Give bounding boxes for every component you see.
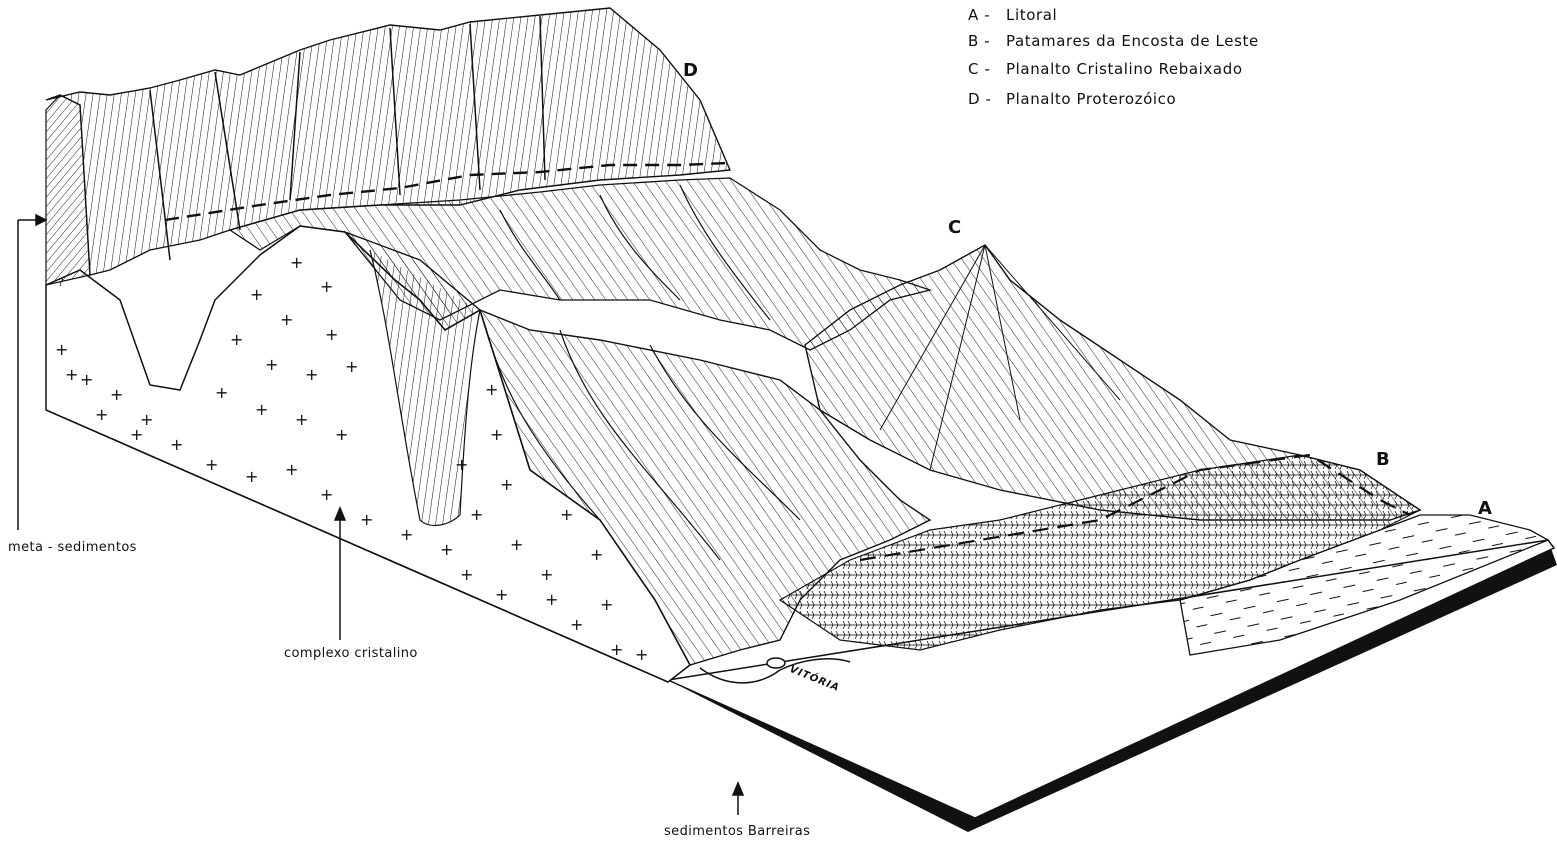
legend-item-a: A -Litoral xyxy=(968,6,1259,32)
legend: A -Litoral B -Patamares da Encosta de Le… xyxy=(968,6,1259,116)
label-unknown-mark: ? xyxy=(58,276,64,289)
legend-key: B - xyxy=(968,32,1006,50)
zone-label-b: B xyxy=(1376,449,1390,470)
legend-text: Litoral xyxy=(1006,6,1057,24)
label-sedimentos-barreiras: sedimentos Barreiras xyxy=(664,824,810,839)
legend-text: Patamares da Encosta de Leste xyxy=(1006,32,1259,50)
legend-item-b: B -Patamares da Encosta de Leste xyxy=(968,32,1259,58)
label-meta-sedimentos: meta - sedimentos xyxy=(8,540,137,555)
legend-key: C - xyxy=(968,60,1006,78)
legend-item-c: C -Planalto Cristalino Rebaixado xyxy=(968,60,1259,86)
zone-label-c: C xyxy=(948,217,961,238)
legend-text: Planalto Cristalino Rebaixado xyxy=(1006,60,1243,78)
legend-text: Planalto Proterozóico xyxy=(1006,90,1176,108)
zone-label-d: D xyxy=(683,60,698,81)
legend-key: D - xyxy=(968,90,1006,108)
zone-label-a: A xyxy=(1478,498,1492,519)
legend-item-d: D -Planalto Proterozóico xyxy=(968,90,1259,116)
legend-key: A - xyxy=(968,6,1006,24)
label-complexo-cristalino: complexo cristalino xyxy=(284,646,418,661)
